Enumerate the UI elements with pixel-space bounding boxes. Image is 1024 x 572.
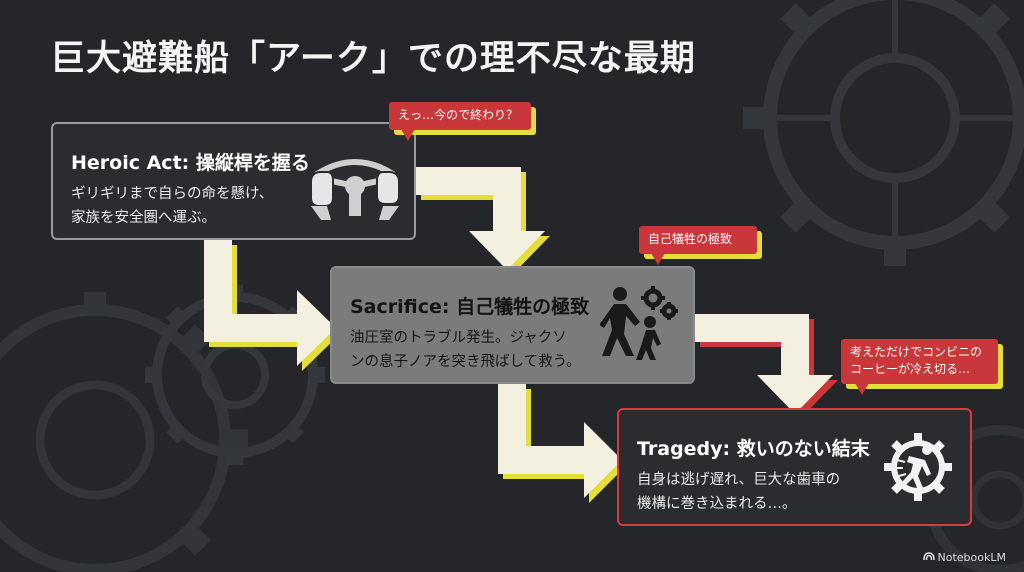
person-caught-in-gear-icon: [884, 433, 952, 501]
card-body-line: 機構に巻き込まれる…。: [637, 496, 797, 512]
gear-large-bottom-left-icon: [0, 292, 248, 572]
callout-line: コーヒーが冷え切る…: [850, 362, 971, 376]
callout-reaction-end: えっ…今ので終わり？: [389, 102, 531, 141]
brand-label: NotebookLM: [937, 551, 1006, 564]
card-tragedy: Tragedy: 救いのない結末 自身は逃げ遅れ、巨大な歯車の 機構に巻き込まれ…: [617, 408, 972, 526]
notebooklm-logo-icon: [922, 552, 935, 561]
card-body-line: ギリギリまで自らの命を懸け、: [71, 186, 274, 202]
card-body: 自身は逃げ遅れ、巨大な歯車の 機構に巻き込まれる…。: [637, 468, 840, 516]
card-title: Tragedy: 救いのない結末: [637, 438, 870, 460]
page-title: 巨大避難船「アーク」での理不尽な最期: [50, 39, 696, 79]
brand-watermark: NotebookLM: [922, 551, 1006, 564]
card-heroic-act: Heroic Act: 操縦桿を握る ギリギリまで自らの命を懸け、 家族を安全圏…: [51, 122, 416, 240]
arrow-sacrifice-to-tragedy: [695, 314, 838, 419]
card-body-line: 油圧室のトラブル発生。ジャクソ: [350, 330, 567, 346]
callout-line: 考えただけでコンビニの: [850, 345, 983, 359]
steering-wheel-hands-icon: [310, 159, 400, 220]
card-body: 油圧室のトラブル発生。ジャクソ ンの息子ノアを突き飛ばして救う。: [350, 326, 581, 374]
card-body-line: ンの息子ノアを突き飛ばして救う。: [350, 354, 581, 370]
card-title: Sacrifice: 自己犠牲の極致: [350, 296, 590, 318]
callout-self-sacrifice: 自己犠牲の極致: [639, 226, 757, 265]
card-body-line: 家族を安全圏へ運ぶ。: [71, 210, 216, 226]
callout-coffee-cold: 考えただけでコンビニの コーヒーが冷え切る…: [841, 339, 998, 395]
callout-line: 自己犠牲の極致: [648, 232, 733, 246]
gear-large-top-right-icon: [743, 0, 1024, 266]
card-title: Heroic Act: 操縦桿を握る: [71, 152, 310, 174]
callout-line: えっ…今ので終わり？: [398, 108, 519, 122]
card-sacrifice: Sacrifice: 自己犠牲の極致 油圧室のトラブル発生。ジャクソ ンの息子ノ…: [330, 266, 695, 384]
person-pushing-child-icon: [600, 286, 678, 360]
arrow-sacrifice-to-tragedy-bottom: [498, 384, 627, 503]
arrow-heroic-to-sacrifice: [204, 240, 341, 371]
arrow-heroic-to-sacrifice-top: [416, 167, 550, 275]
card-body-line: 自身は逃げ遅れ、巨大な歯車の: [637, 472, 841, 488]
card-body: ギリギリまで自らの命を懸け、 家族を安全圏へ運ぶ。: [71, 182, 273, 230]
